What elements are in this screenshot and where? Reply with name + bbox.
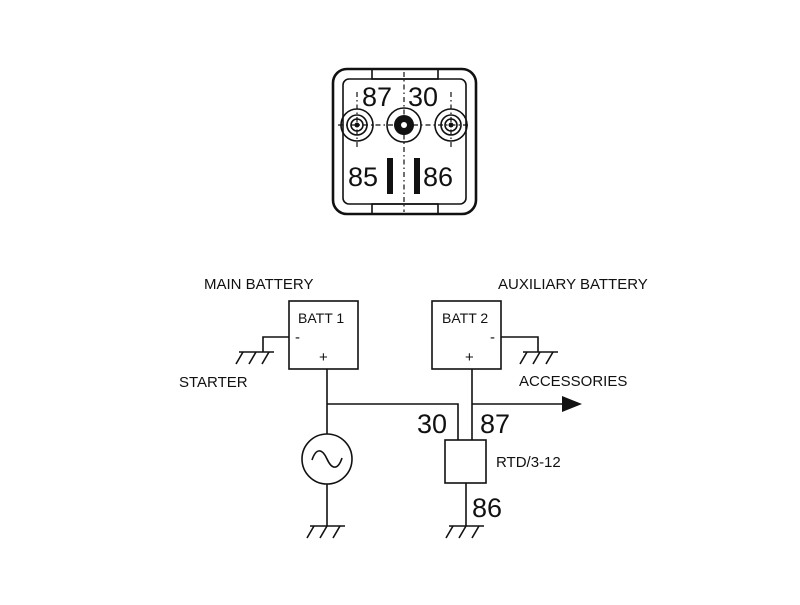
relay-bottom-tab <box>371 203 439 215</box>
aux-battery-title: AUXILIARY BATTERY <box>498 276 648 293</box>
alternator-icon <box>301 433 353 485</box>
batt2-minus: - <box>490 329 495 346</box>
accessories-label: ACCESSORIES <box>519 373 627 390</box>
terminal-right-icon <box>434 108 468 142</box>
relay-pin-87-label: 87 <box>362 82 392 112</box>
batt2-plus: + <box>465 349 474 366</box>
ground-icon <box>235 351 274 365</box>
relay-pinout: 87 30 85 86 <box>331 67 478 216</box>
ground-icon <box>445 525 484 539</box>
terminal-87-icon <box>340 108 374 142</box>
relay-pin-86-label: 86 <box>423 162 453 192</box>
relay-pin-85-label: 85 <box>348 162 378 192</box>
battery-1: BATT 1 - + <box>288 300 359 370</box>
batt1-label: BATT 1 <box>298 310 344 326</box>
batt1-minus: - <box>295 329 300 346</box>
schematic-pin-87-label: 87 <box>480 409 510 439</box>
wiring-schematic: MAIN BATTERY AUXILIARY BATTERY BATT 1 - … <box>179 276 648 539</box>
accessories-arrow-icon <box>562 396 582 412</box>
relay-top-tab <box>371 68 439 80</box>
batt1-negative-wire <box>262 336 289 352</box>
relay-pin-30-label: 30 <box>408 82 438 112</box>
batt2-label: BATT 2 <box>442 310 488 326</box>
relay-model-label: RTD/3-12 <box>496 454 561 471</box>
ground-icon <box>306 525 345 539</box>
schematic-pin-30-label: 30 <box>417 409 447 439</box>
starter-label: STARTER <box>179 374 248 391</box>
schematic-pin-86-label: 86 <box>472 493 502 523</box>
terminal-85-blade <box>387 158 393 194</box>
batt1-plus: + <box>319 349 328 366</box>
terminal-86-blade <box>414 158 420 194</box>
relay-rtd-box <box>444 439 487 484</box>
battery-2: BATT 2 - + <box>431 300 502 370</box>
main-battery-title: MAIN BATTERY <box>204 276 313 293</box>
ground-icon <box>519 351 558 365</box>
terminal-30-icon <box>386 107 422 143</box>
bus-wire-to-pin-30 <box>327 403 459 440</box>
batt2-negative-wire <box>501 336 539 352</box>
